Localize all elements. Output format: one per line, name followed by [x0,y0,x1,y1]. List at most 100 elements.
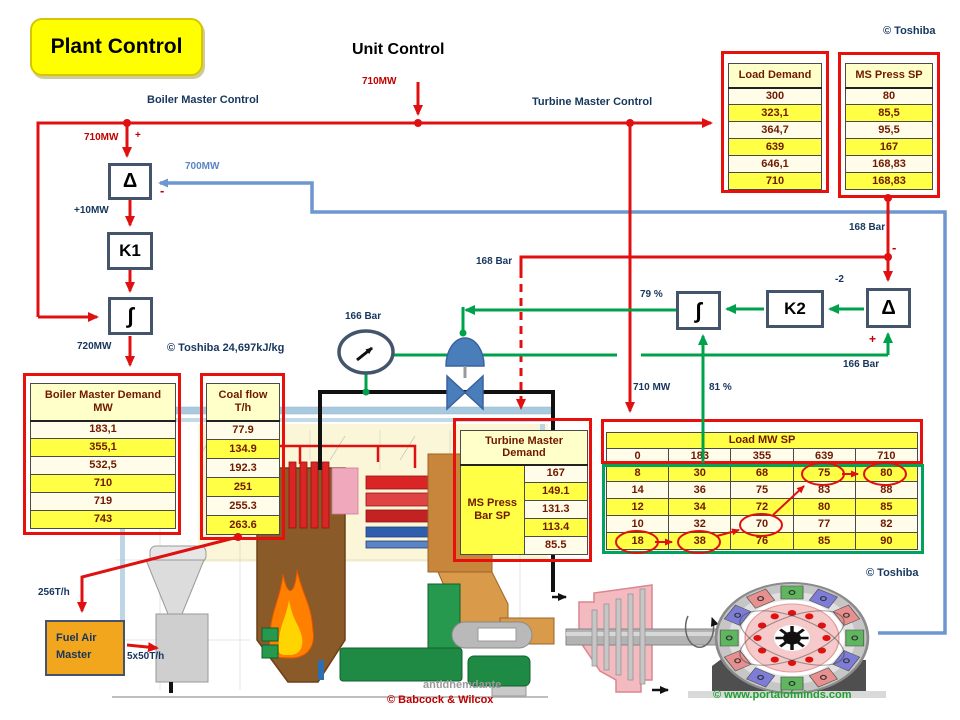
table-row: Load MW SP [606,432,918,449]
coal-mill [145,545,209,693]
table-cell: 85,5 [845,104,933,122]
table-cell: 95,5 [845,121,933,139]
coal-mills-label: 5x50T/h [127,651,165,662]
table-row: 532,5 [30,456,176,475]
table-cell: 710 [30,474,176,493]
table-row: 639 [728,138,822,156]
table-cell: 8 [605,464,670,482]
table-cell: 113.4 [523,518,588,537]
table-cell: 710 [854,448,919,466]
table-cell: 14 [605,481,670,499]
table-cell: 80 [845,87,933,105]
table-cell: 323,1 [728,104,822,122]
toshiba-credit-bottom: © Toshiba [866,567,919,579]
table-row: 167 [845,138,933,156]
error-10mw-label: +10MW [74,205,109,216]
table-cell: 149.1 [523,482,588,501]
table-cell: 168,83 [845,172,933,190]
control-valve-icon [445,337,485,411]
toshiba-credit-top: © Toshiba [883,25,936,37]
table-row: 710 [30,474,176,493]
pct81-label: 81 % [709,382,732,393]
watermark-text: antidhemdante [423,679,502,691]
plus-sign: + [135,130,141,141]
table-row: 183,1 [30,420,176,439]
table-cell: 168,83 [845,155,933,173]
ms-press-sp-table: MS Press SP 80 85,5 95,5 167 168,83 168,… [845,63,933,190]
table-row: Load Demand [728,63,822,89]
flame [269,569,315,659]
table-row: 300 [728,87,822,105]
table-cell: 36 [668,481,732,499]
table-row: 95,5 [845,121,933,139]
table-cell: 90 [854,532,919,550]
k1-block: K1 [107,232,153,270]
table-cell: 68 [730,464,794,482]
turbine-illustration [565,584,797,693]
page-title: Plant Control [30,18,203,76]
table-cell: 646,1 [728,155,822,173]
portalofminds-credit: © www.portalofminds.com [713,689,852,701]
table-cell: 300 [728,87,822,105]
mw710-mid-label: 710 MW [633,382,671,393]
bar166-gauge-label: 166 Bar [345,311,382,322]
table-row: 255.3 [206,496,280,516]
integrator-block-right: ∫ [676,291,721,330]
table-cell: 77.9 [206,420,280,440]
unit-control-title: Unit Control [352,41,445,58]
table-cell: 183 [668,448,732,466]
table-cell: 10 [605,515,670,533]
table-cell: 12 [605,498,670,516]
green-duct [427,583,461,651]
table-row: 323,1 [728,104,822,122]
table-row: 355,1 [30,438,176,457]
table-row: 364,7 [728,121,822,139]
table-row: 192.3 [206,458,280,478]
k2-block: K2 [766,290,824,328]
setpoint-710mw-label: 710MW [362,76,397,87]
table-cell: 32 [668,515,732,533]
rotation-arrow [684,615,719,648]
feedback-700mw-label: 700MW [185,161,220,172]
table-cell: 167 [845,138,933,156]
fuel-air-line1: Fuel Air [56,632,97,644]
table-cell: Load MW SP [606,432,918,449]
delta-block-left: Δ [108,163,152,200]
table-cell: 75 [730,481,794,499]
table-cell: 83 [792,481,856,499]
table-cell: 192.3 [206,458,280,478]
air-heater [451,621,533,649]
shaft [565,628,797,646]
table-cell: 77 [792,515,856,533]
coal-total-label: 256T/h [38,587,70,598]
table-row: 251 [206,477,280,497]
table-row: 85,5 [845,104,933,122]
table-cell: 18 [605,532,670,550]
input-710mw-label: 710MW [84,132,119,143]
bar168-mid-label: 168 Bar [476,256,513,267]
table-row: 710 [728,172,822,190]
table-cell: 38 [668,532,732,550]
table-row: 263.6 [206,515,280,535]
table-cell: 70 [730,515,794,533]
table-cell: 251 [206,477,280,497]
pct79-label: 79 % [640,289,663,300]
bar168-right-label: 168 Bar [849,222,886,233]
table-cell: 255.3 [206,496,280,516]
table-cell: 355,1 [30,438,176,457]
superheater-panels [288,461,439,549]
stator-segments [719,585,865,691]
table-cell: MS Press SP [845,63,933,89]
table-row: 646,1 [728,155,822,173]
table-cell: 34 [668,498,732,516]
table-cell: 82 [854,515,919,533]
